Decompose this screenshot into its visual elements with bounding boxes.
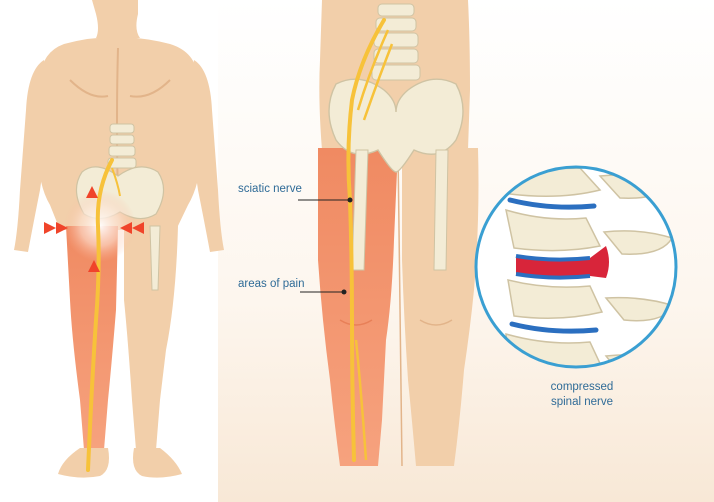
areas-of-pain-label: areas of pain [238,278,305,290]
compressed-spinal-nerve-label: compressed spinal nerve [522,380,642,410]
compressed-label-line2: spinal nerve [550,396,613,408]
left-figure [14,0,224,478]
pain-arrow-icon [44,186,144,272]
spine-callout [474,165,678,369]
middle-figure [298,0,479,467]
compressed-label-line1: compressed [550,381,614,393]
sciatic-nerve-label: sciatic nerve [238,183,302,195]
